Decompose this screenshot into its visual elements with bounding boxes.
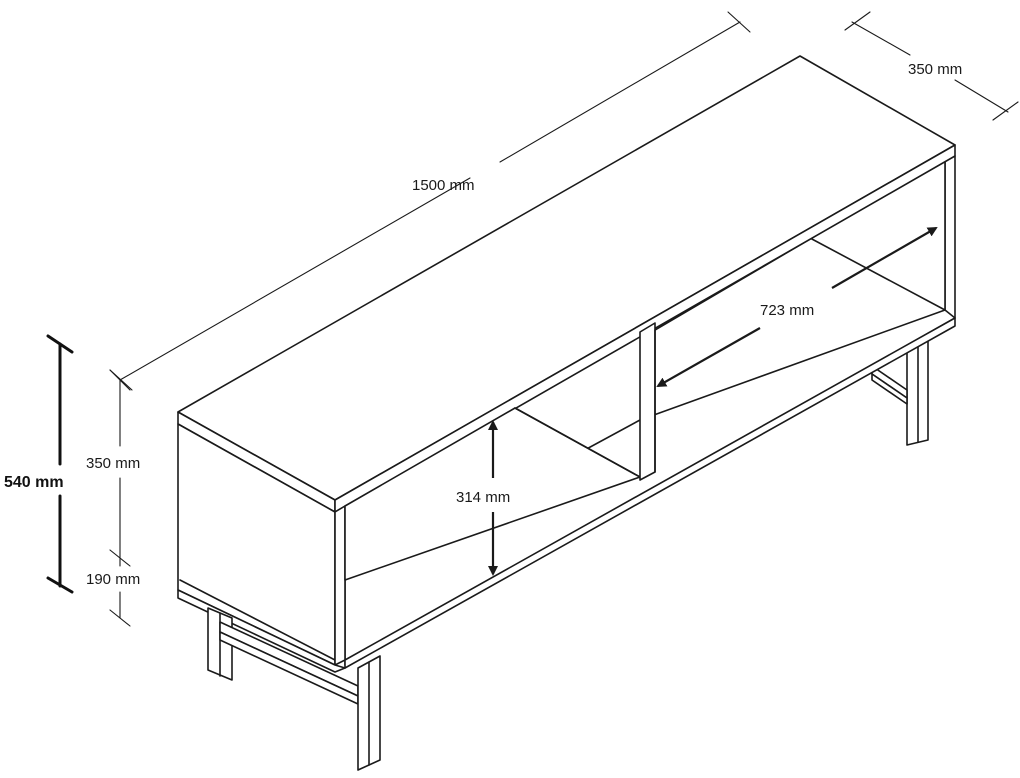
length-label: 1500 mm xyxy=(412,177,475,194)
body-height-label: 350 mm xyxy=(86,455,140,472)
compartment-width-label: 723 mm xyxy=(760,302,814,319)
bottom-front-edge xyxy=(344,317,956,669)
length-dimension-line xyxy=(109,11,751,391)
leg-height-label: 190 mm xyxy=(86,571,140,588)
left-front-edge xyxy=(334,505,346,666)
front-right-leg xyxy=(357,655,381,771)
body-height-dimension-line xyxy=(109,369,131,567)
depth-label: 350 mm xyxy=(908,61,962,78)
right-end-panel xyxy=(944,155,956,323)
compartment-width-arrow xyxy=(656,227,938,387)
middle-divider xyxy=(639,322,656,481)
back-right-stretcher xyxy=(871,365,908,405)
leg-height-dimension-line xyxy=(109,559,131,627)
depth-dimension-line xyxy=(844,11,1019,121)
total-height-dimension-line xyxy=(46,334,74,594)
total-height-label: 540 mm xyxy=(4,474,64,491)
bottom-left-edge xyxy=(177,589,346,673)
inner-height-label: 314 mm xyxy=(456,489,510,506)
